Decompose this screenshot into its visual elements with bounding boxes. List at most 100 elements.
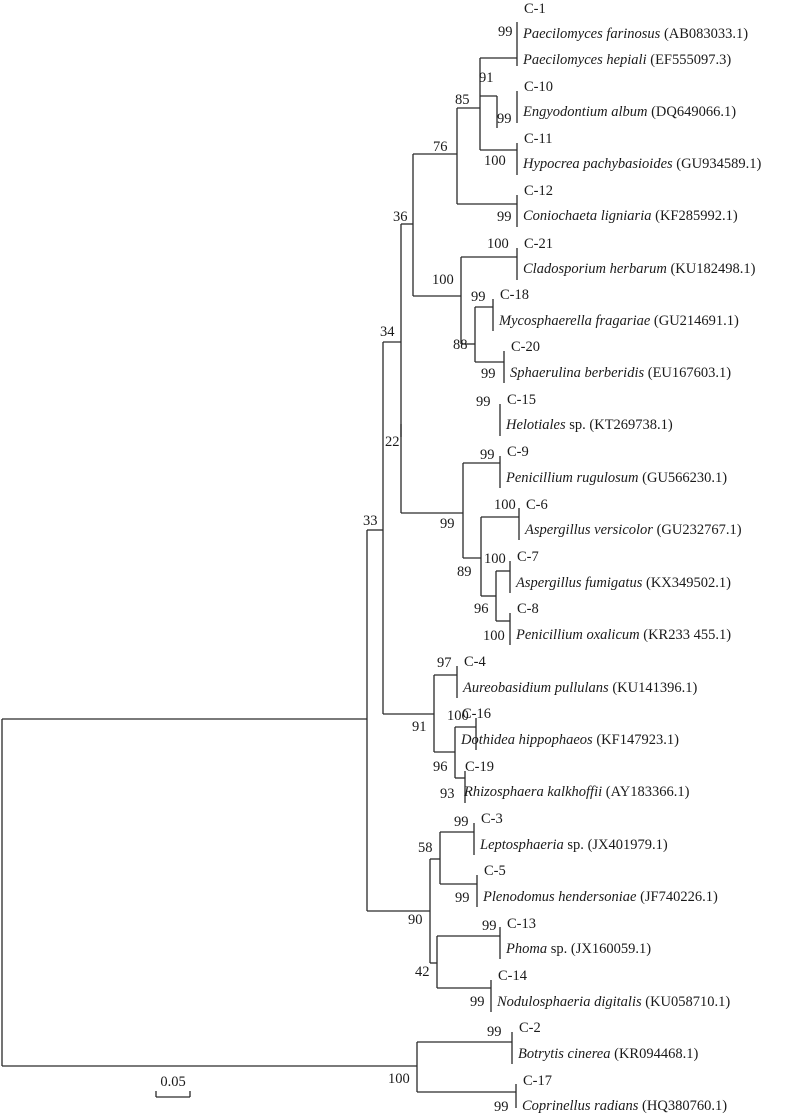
accession-number: (GU934589.1)	[673, 156, 762, 172]
tip-code: C-9	[507, 444, 529, 460]
taxon-name: Botrytis cinerea	[518, 1046, 610, 1062]
accession-number: (EU167603.1)	[644, 365, 731, 381]
accession-number: (KR233 455.1)	[640, 627, 732, 643]
accession-number: (KU182498.1)	[667, 261, 756, 277]
accession-number: (KT269738.1)	[586, 417, 673, 433]
bootstrap-value: 42	[415, 964, 430, 980]
tip-code: C-13	[507, 916, 536, 932]
taxon-name: Paecilomyces hepiali	[522, 52, 647, 68]
taxon-name: Phoma	[505, 941, 547, 957]
taxon-sp: sp.	[547, 941, 567, 957]
taxon-name: Leptosphaeria	[479, 837, 564, 853]
accession-number: (AB083033.1)	[660, 26, 748, 42]
tip-name: Coprinellus radians (HQ380760.1)	[522, 1098, 727, 1114]
bootstrap-value: 88	[453, 337, 468, 353]
tip-code: C-3	[481, 811, 503, 827]
accession-number: (KF285992.1)	[651, 208, 737, 224]
bootstrap-value: 96	[474, 601, 489, 617]
tip-name: Plenodomus hendersoniae (JF740226.1)	[482, 889, 718, 905]
taxon-sp: sp.	[564, 837, 584, 853]
bootstrap-value: 100	[484, 551, 506, 567]
scale-bar: 0.05	[155, 1074, 191, 1098]
bootstrap-value: 85	[455, 92, 470, 108]
tip-name: Dothidea hippophaeos (KF147923.1)	[460, 732, 679, 748]
tip-code: C-1	[524, 1, 546, 17]
tip-code: C-5	[484, 863, 506, 879]
taxon-name: Plenodomus hendersoniae	[482, 889, 637, 905]
taxon-name: Engyodontium album	[522, 104, 647, 120]
bootstrap-value: 100	[484, 153, 506, 169]
accession-number: (JX160059.1)	[567, 941, 651, 957]
bootstrap-value: 91	[479, 70, 494, 86]
tip-code: C-20	[511, 339, 540, 355]
tip-name: Nodulosphaeria digitalis (KU058710.1)	[496, 994, 730, 1010]
bootstrap-value: 99	[497, 111, 512, 127]
accession-number: (KU141396.1)	[609, 680, 698, 696]
bootstrap-value: 99	[471, 289, 486, 305]
tip-code: C-7	[517, 549, 539, 565]
tree-branches	[1, 22, 520, 1108]
taxon-name: Coprinellus radians	[522, 1098, 639, 1114]
tip-name: Sphaerulina berberidis (EU167603.1)	[510, 365, 731, 381]
taxon-name: Hypocrea pachybasioides	[522, 156, 673, 172]
tip-name: Helotiales sp. (KT269738.1)	[505, 417, 673, 433]
bootstrap-value: 36	[393, 209, 408, 225]
scale-bar-label: 0.05	[160, 1074, 185, 1090]
bootstrap-value: 99	[494, 1099, 509, 1115]
bootstrap-value: 99	[487, 1024, 502, 1040]
tip-code: C-11	[524, 131, 552, 147]
taxon-sp: sp.	[566, 417, 586, 433]
taxon-name: Penicillium rugulosum	[505, 470, 639, 486]
bootstrap-value: 97	[437, 655, 452, 671]
accession-number: (JF740226.1)	[636, 889, 718, 905]
accession-number: (GU232767.1)	[653, 522, 742, 538]
bootstrap-value: 76	[433, 139, 448, 155]
tip-name: Penicillium oxalicum (KR233 455.1)	[515, 627, 731, 643]
tip-name: Botrytis cinerea (KR094468.1)	[518, 1046, 698, 1062]
tip-name: Engyodontium album (DQ649066.1)	[522, 104, 736, 120]
taxon-name: Cladosporium herbarum	[523, 261, 667, 277]
accession-number: (GU214691.1)	[650, 313, 739, 329]
bootstrap-value: 58	[418, 840, 433, 856]
taxon-name: Rhizosphaera kalkhoffii	[463, 784, 602, 800]
tip-code: C-6	[526, 497, 548, 513]
taxon-name: Helotiales	[505, 417, 566, 433]
taxon-name: Mycosphaerella fragariae	[498, 313, 651, 329]
accession-number: (JX401979.1)	[584, 837, 668, 853]
bootstrap-value: 99	[454, 814, 469, 830]
taxon-name: Aspergillus fumigatus	[515, 575, 643, 591]
tip-code: C-19	[465, 759, 494, 775]
bootstrap-value: 99	[480, 447, 495, 463]
tip-name: Phoma sp. (JX160059.1)	[505, 941, 651, 957]
tip-code: C-14	[498, 968, 528, 984]
bootstrap-value: 100	[388, 1071, 410, 1087]
tip-name: Aureobasidium pullulans (KU141396.1)	[462, 680, 697, 696]
accession-number: (EF555097.3)	[647, 52, 732, 68]
tip-name: Cladosporium herbarum (KU182498.1)	[523, 261, 756, 277]
taxon-name: Coniochaeta ligniaria	[523, 208, 651, 224]
bootstrap-value: 34	[380, 324, 395, 340]
accession-number: (KR094468.1)	[610, 1046, 698, 1062]
tip-code: C-4	[464, 654, 487, 670]
bootstrap-value: 33	[363, 513, 378, 529]
bootstrap-value: 91	[412, 719, 427, 735]
bootstrap-value: 90	[408, 912, 423, 928]
bootstrap-value: 99	[481, 366, 496, 382]
bootstrap-value: 100	[483, 628, 505, 644]
taxon-name: Aureobasidium pullulans	[462, 680, 609, 696]
taxon-name: Nodulosphaeria digitalis	[496, 994, 642, 1010]
tip-name: Rhizosphaera kalkhoffii (AY183366.1)	[463, 784, 690, 800]
taxon-name: Sphaerulina berberidis	[510, 365, 644, 381]
tip-name: Mycosphaerella fragariae (GU214691.1)	[498, 313, 739, 329]
bootstrap-value: 99	[497, 209, 512, 225]
bootstrap-value: 99	[498, 24, 513, 40]
taxon-name: Dothidea hippophaeos	[460, 732, 593, 748]
tip-name: Leptosphaeria sp. (JX401979.1)	[479, 837, 668, 853]
bootstrap-value: 93	[440, 786, 455, 802]
bootstrap-value: 96	[433, 759, 448, 775]
bootstrap-value: 100	[487, 236, 509, 252]
accession-number: (GU566230.1)	[639, 470, 728, 486]
tip-name: Paecilomyces hepiali (EF555097.3)	[522, 52, 731, 68]
